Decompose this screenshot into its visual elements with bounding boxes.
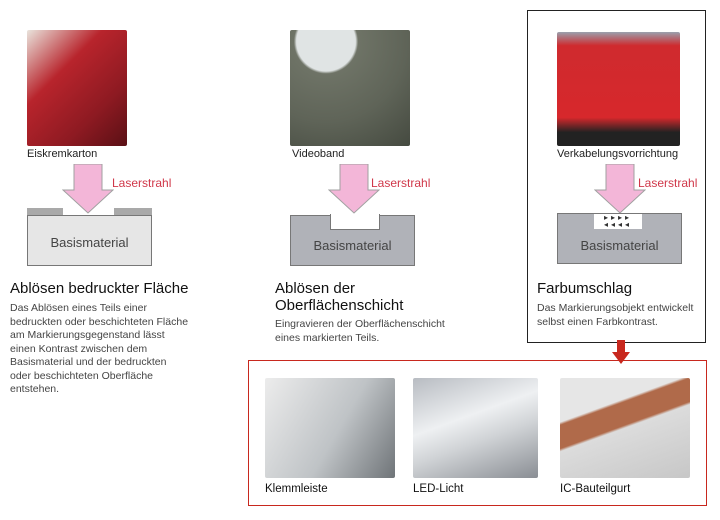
laser-label: Laserstrahl (371, 176, 431, 190)
method-description: Das Ablösen eines Teils einer bedruckten… (10, 302, 189, 395)
object-label: Eiskremkarton (27, 148, 98, 160)
ic-tape-photo (560, 378, 690, 478)
video-tape-photo (290, 30, 410, 146)
print-layer (114, 208, 152, 216)
method-description: Das Markierungsobjekt entwickelt selbst … (537, 302, 694, 328)
ice-cream-carton-photo (27, 30, 127, 146)
base-material: Basismaterial (557, 213, 682, 264)
method-title: Ablösen der Oberflächenschicht (275, 280, 404, 314)
method-description: Eingravieren der Oberflächenschicht eine… (275, 318, 445, 344)
base-material-label: Basismaterial (50, 235, 129, 250)
examples-frame (248, 360, 707, 506)
object-label: Videoband (292, 148, 345, 160)
base-material-label: Basismaterial (580, 238, 659, 253)
object-label: Verkabelungsvorrichtung (557, 148, 679, 160)
method-title: Ablösen bedruckter Fläche (10, 280, 189, 297)
example-label: Klemmleiste (265, 483, 328, 495)
laser-label: Laserstrahl (112, 176, 172, 190)
down-arrow-icon (612, 340, 630, 364)
laser-label: Laserstrahl (638, 176, 698, 190)
laser-arrow-icon (62, 164, 114, 214)
base-material-label: Basismaterial (313, 238, 392, 253)
method-title: Farbumschlag (537, 280, 633, 297)
print-layer (27, 208, 63, 216)
led-light-photo (413, 378, 538, 478)
color-change-zone: ▸▸▸▸◂◂◂◂ (594, 214, 642, 229)
wiring-device-photo (557, 32, 680, 146)
example-label: LED-Licht (413, 483, 464, 495)
engraved-notch (330, 214, 380, 230)
base-material: Basismaterial (27, 215, 152, 266)
terminal-block-photo (265, 378, 395, 478)
example-label: IC-Bauteilgurt (560, 483, 631, 495)
highlight-frame (527, 10, 706, 343)
